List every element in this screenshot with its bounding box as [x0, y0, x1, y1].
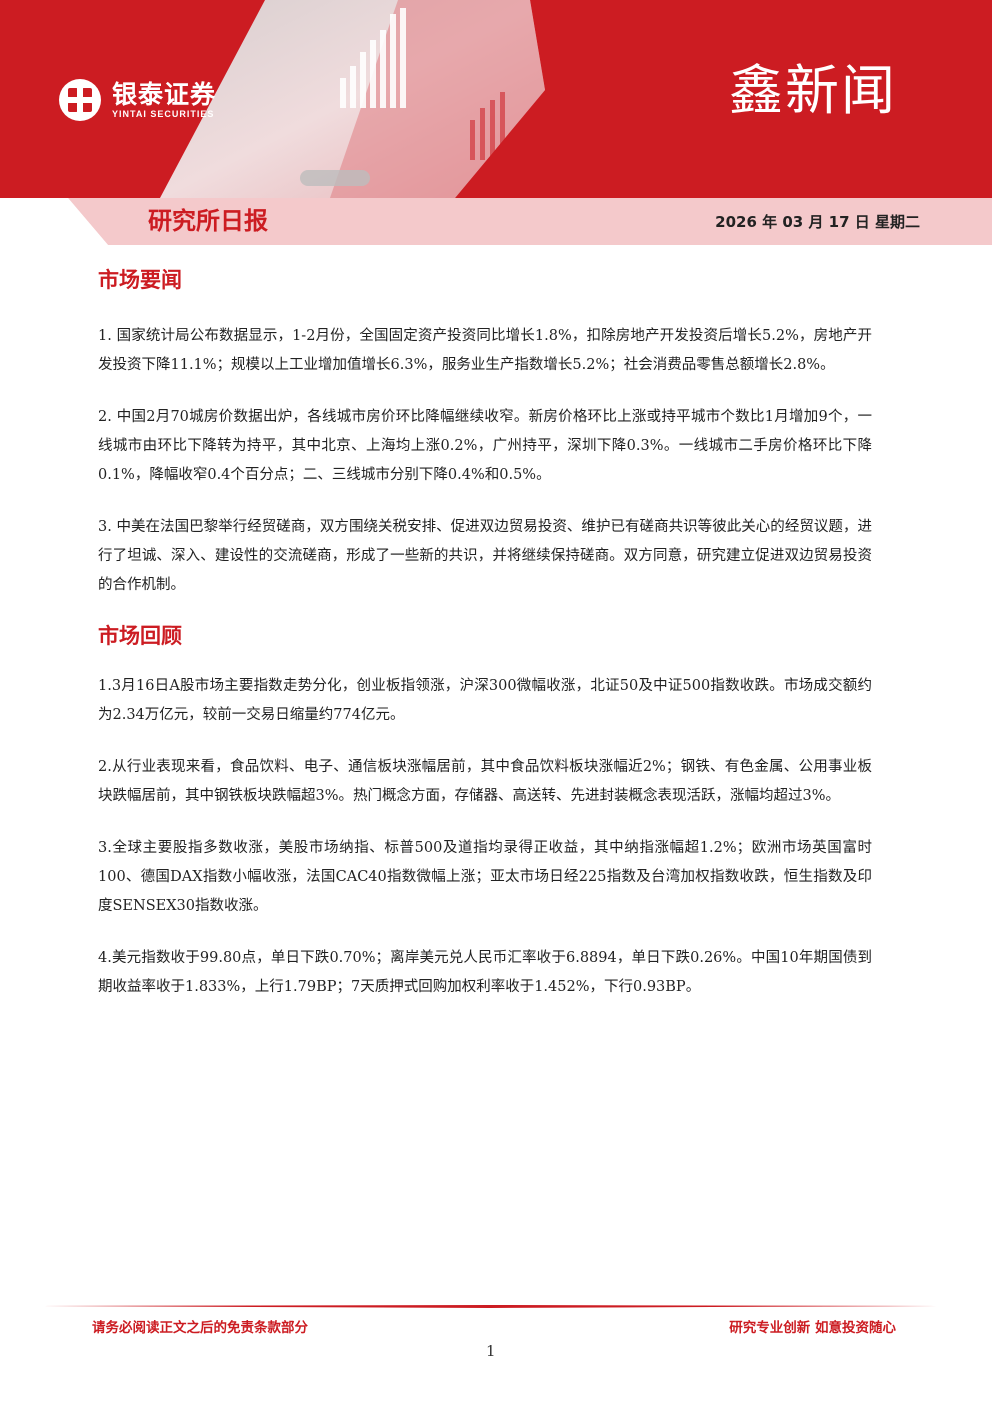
news-paragraph: 3. 中美在法国巴黎举行经贸磋商，双方围绕关税安排、促进双边贸易投资、维护已有磋… — [98, 519, 872, 593]
report-body: 市场要闻 1. 国家统计局公布数据显示，1-2月份，全国固定资产投资同比增长1.… — [98, 258, 872, 1002]
report-date: 2026 年 03 月 17 日 星期二 — [715, 213, 920, 231]
footer-slogan: 研究专业创新 如意投资随心 — [729, 1320, 896, 1336]
section-title-market-review: 市场回顾 — [98, 624, 182, 648]
company-logo: 银泰证券 YINTAI SECURITIES — [58, 78, 216, 122]
header-banner-graphic — [0, 0, 992, 245]
review-paragraph: 3.全球主要股指多数收涨，美股市场纳指、标普500及道指均录得正收益，其中纳指涨… — [98, 840, 872, 914]
section-market-review: 市场回顾 1.3月16日A股市场主要指数走势分化，创业板指领涨，沪深300微幅收… — [98, 614, 872, 1002]
header-banner — [0, 0, 992, 245]
review-paragraph: 1.3月16日A股市场主要指数走势分化，创业板指领涨，沪深300微幅收涨，北证5… — [98, 678, 872, 723]
review-paragraph: 2.从行业表现来看，食品饮料、电子、通信板块涨幅居前，其中食品饮料板块涨幅近2%… — [98, 759, 872, 804]
publication-title: 鑫新闻 — [729, 59, 897, 122]
yintai-logo-icon — [59, 79, 101, 121]
logo-chinese-name: 银泰证券 — [112, 79, 217, 109]
section-title-market-news: 市场要闻 — [98, 268, 182, 292]
report-type-label: 研究所日报 — [148, 207, 268, 235]
logo-english-name: YINTAI SECURITIES — [112, 108, 215, 119]
news-paragraph: 2. 中国2月70城房价数据出炉，各线城市房价环比降幅继续收窄。新房价格环比上涨… — [98, 409, 872, 483]
footer-divider — [42, 1305, 938, 1308]
page-number: 1 — [486, 1342, 496, 1360]
review-paragraph: 4.美元指数收于99.80点，单日下跌0.70%；离岸美元兑人民币汇率收于6.8… — [98, 950, 872, 995]
disclaimer-notice: 请务必阅读正文之后的免责条款部分 — [92, 1320, 308, 1336]
section-market-news: 市场要闻 1. 国家统计局公布数据显示，1-2月份，全国固定资产投资同比增长1.… — [98, 258, 872, 600]
news-paragraph: 1. 国家统计局公布数据显示，1-2月份，全国固定资产投资同比增长1.8%，扣除… — [98, 328, 872, 373]
